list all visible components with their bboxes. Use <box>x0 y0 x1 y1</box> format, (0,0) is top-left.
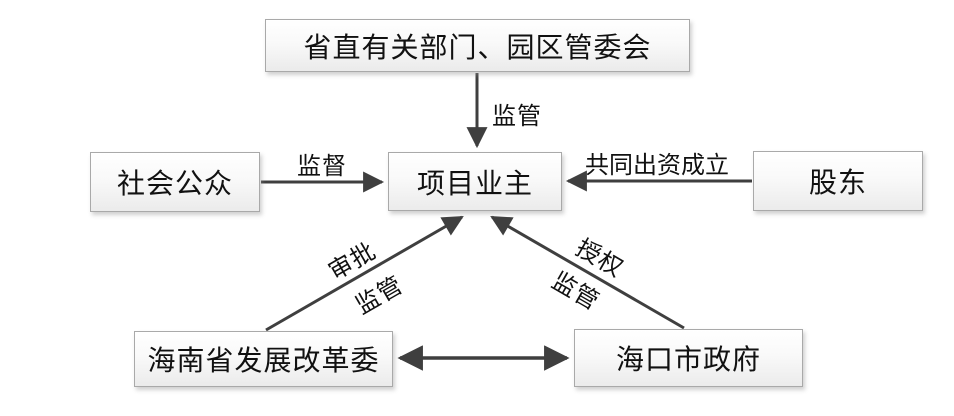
node-provincial-departments-label: 省直有关部门、园区管委会 <box>303 32 652 64</box>
node-provincial-departments: 省直有关部门、园区管委会 <box>265 19 690 72</box>
edge-label-oversight-left: 监督 <box>297 154 347 180</box>
node-general-public-label: 社会公众 <box>116 169 233 200</box>
node-haikou-municipal-government: 海口市政府 <box>574 329 803 387</box>
node-hainan-drc-label: 海南省发展改革委 <box>147 346 380 377</box>
node-haikou-gov-label: 海口市政府 <box>615 345 761 376</box>
node-project-owner: 项目业主 <box>388 152 562 211</box>
edge-label-joint-funding: 共同出资成立 <box>585 153 729 179</box>
node-general-public: 社会公众 <box>90 152 260 212</box>
node-shareholders-label: 股东 <box>808 168 867 199</box>
edge-label-supervision-top: 监管 <box>492 104 542 130</box>
node-project-owner-label: 项目业主 <box>416 168 533 200</box>
node-hainan-development-reform-commission: 海南省发展改革委 <box>134 331 393 387</box>
node-shareholders: 股东 <box>753 151 923 211</box>
